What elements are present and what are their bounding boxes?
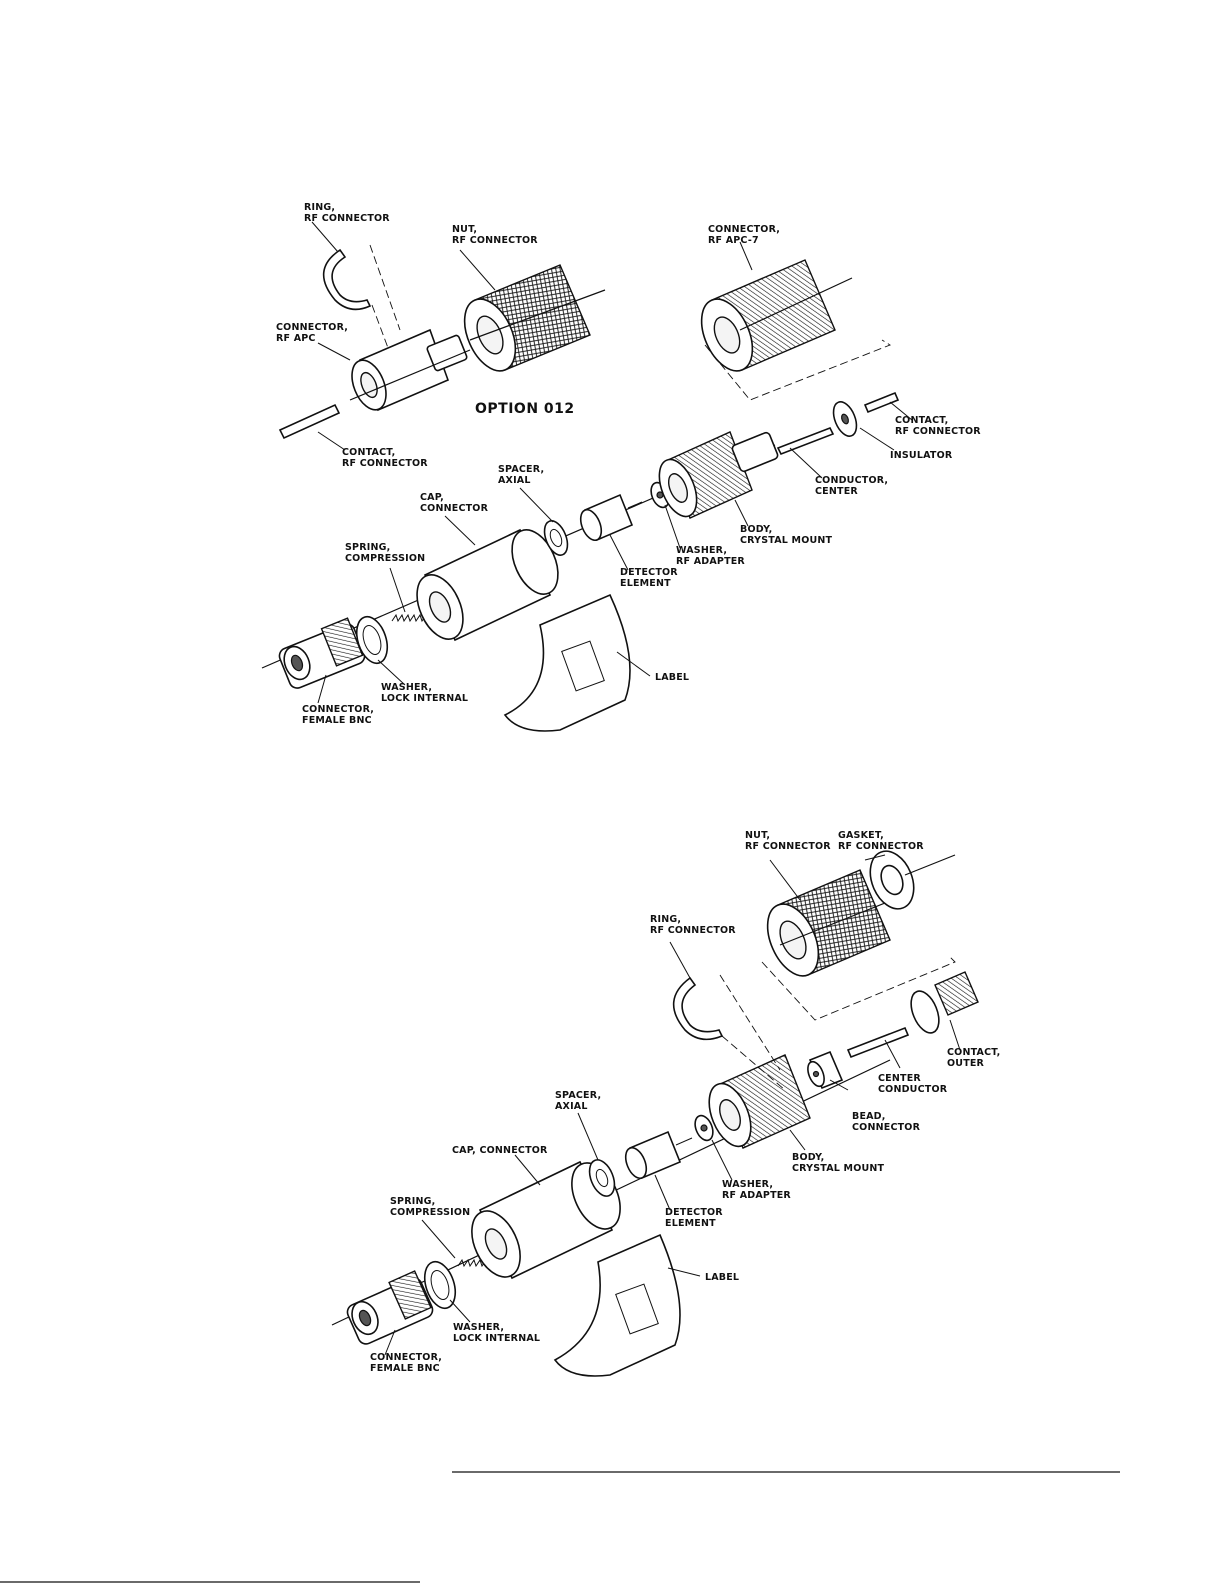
top-labels-spring-label: SPRING,COMPRESSION (345, 542, 425, 564)
top-labels-contact-left-label: CONTACT,RF CONNECTOR (342, 447, 428, 469)
top-labels-bnc-label: CONNECTOR,FEMALE BNC (302, 704, 374, 726)
bottom-labels-body-label: BODY,CRYSTAL MOUNT (792, 1152, 885, 1174)
top-labels-spacer-label: SPACER,AXIAL (498, 464, 544, 486)
top-left-contact (278, 403, 341, 440)
top-labels-washer-rf-label: WASHER,RF ADAPTER (676, 545, 745, 567)
bottom-labels-nut-label: NUT,RF CONNECTOR (745, 830, 831, 852)
bottom-labels-spacer-label: SPACER,AXIAL (555, 1090, 601, 1112)
top-body-crystal-mount (658, 431, 779, 519)
top-axial-spacer (543, 520, 569, 556)
top-labels-washer-lock-label: WASHER,LOCK INTERNAL (381, 682, 468, 704)
top-apc-connector (349, 328, 471, 412)
bottom-center-conductor (846, 1026, 910, 1059)
top-labels-insulator-label: INSULATOR (890, 450, 953, 461)
top-labels-cap-label: CAP,CONNECTOR (420, 492, 489, 514)
bottom-labels-contact-outer-label: CONTACT,OUTER (947, 1047, 1000, 1069)
bottom-labels-label-label: LABEL (705, 1272, 739, 1283)
top-labels-nut-label: NUT,RF CONNECTOR (452, 224, 538, 246)
top-labels-contact-right-label: CONTACT,RF CONNECTOR (895, 415, 981, 437)
bottom-labels-bead-label: BEAD,CONNECTOR (852, 1111, 921, 1133)
bottom-bnc-connector (346, 1270, 434, 1345)
bottom-gasket (869, 850, 956, 910)
bottom-labels-washer-rf-label: WASHER,RF ADAPTER (722, 1179, 791, 1201)
top-nut (463, 264, 606, 372)
bottom-cap-connector (471, 1160, 621, 1280)
top-cap-connector (416, 528, 559, 642)
bottom-ring (672, 974, 786, 1091)
bottom-bead-connector (807, 1050, 844, 1090)
bottom-labels-cap-label: CAP, CONNECTOR (452, 1145, 548, 1156)
bottom-labels-washer-lock-label: WASHER,LOCK INTERNAL (453, 1322, 540, 1344)
top-bnc-connector (278, 617, 366, 689)
bottom-outer-contact (910, 971, 979, 1034)
top-spring (391, 613, 429, 623)
top-labels-conductor-label: CONDUCTOR,CENTER (815, 475, 888, 497)
bottom-assembly: NUT,RF CONNECTOR GASKET,RF CONNECTOR RIN… (331, 830, 1000, 1377)
bottom-labels-ring-label: RING,RF CONNECTOR (650, 914, 736, 936)
bottom-labels-spring-label: SPRING,COMPRESSION (390, 1196, 470, 1218)
top-center-conductor (776, 426, 835, 456)
top-apc7-connector (700, 259, 891, 401)
top-label-sheet (503, 593, 631, 732)
top-assembly: RING,RF CONNECTOR NUT,RF CONNECTOR CONNE… (261, 202, 981, 732)
bottom-labels-gasket-label: GASKET,RF CONNECTOR (838, 830, 924, 852)
top-labels-conn-apc-label: CONNECTOR,RF APC (276, 322, 348, 344)
option-label: OPTION 012 (475, 401, 575, 417)
bottom-axial-spacer (588, 1159, 616, 1197)
bottom-labels-bnc-label: CONNECTOR,FEMALE BNC (370, 1352, 442, 1374)
bottom-body-crystal-mount (708, 1054, 811, 1149)
top-detector-element (579, 493, 643, 542)
top-labels-conn-apc7-label: CONNECTOR,RF APC-7 (708, 224, 780, 246)
top-right-contact (863, 391, 900, 414)
top-labels-ring-label: RING,RF CONNECTOR (304, 202, 390, 224)
top-labels-body-label: BODY,CRYSTAL MOUNT (740, 524, 833, 546)
bottom-detector-element (624, 1130, 693, 1180)
bottom-nut (761, 869, 956, 1021)
top-labels-label-label: LABEL (655, 672, 689, 683)
bottom-label-sheet (553, 1233, 681, 1377)
